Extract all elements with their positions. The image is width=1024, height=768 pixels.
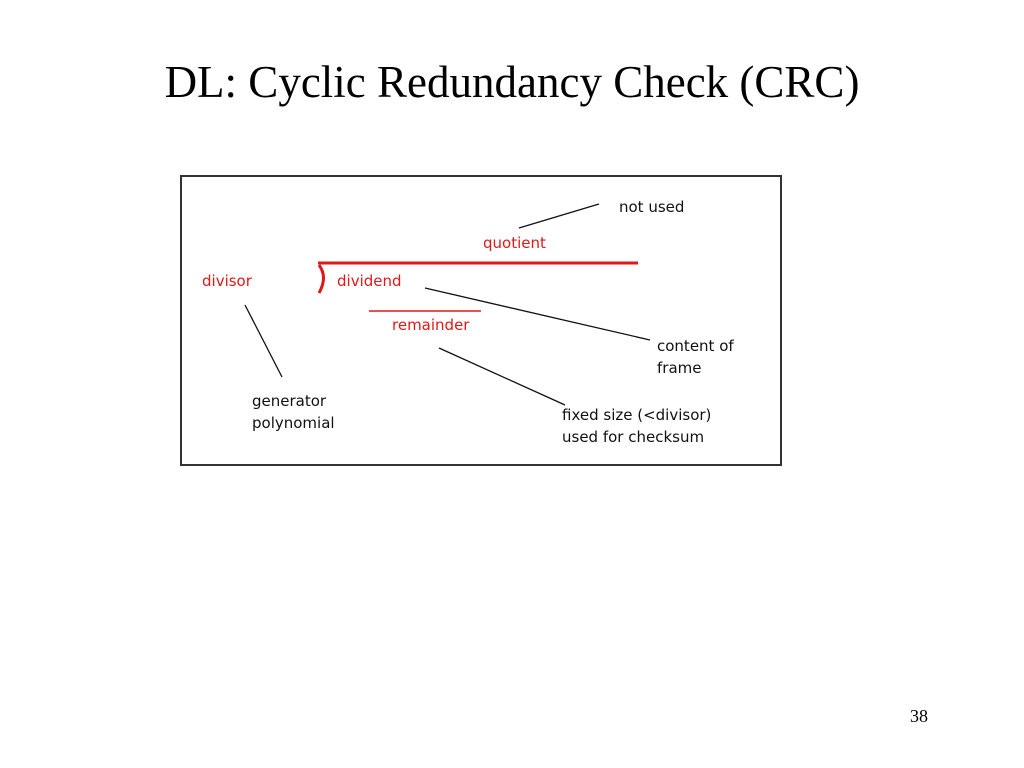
connector-fixed-size	[438, 347, 566, 406]
diagram-lines	[244, 203, 651, 406]
label-dividend: dividend	[337, 272, 402, 290]
page-number: 38	[910, 706, 928, 726]
label-not-used: not used	[619, 198, 685, 216]
crc-diagram: not used quotient divisor dividend remai…	[180, 175, 782, 466]
label-fixed-size: fixed size (<divisor) used for checksum	[562, 404, 711, 448]
label-remainder: remainder	[392, 316, 470, 334]
label-fixed-size-line-2: used for checksum	[562, 428, 705, 446]
connector-content-of-frame	[424, 287, 651, 341]
label-divisor: divisor	[202, 272, 252, 290]
division-bracket	[317, 264, 325, 294]
connector-generator-polynomial	[244, 304, 283, 378]
label-quotient: quotient	[483, 234, 546, 252]
connector-not-used	[518, 203, 600, 229]
label-fixed-size-line-1: fixed size (<divisor)	[562, 406, 712, 424]
label-generator-polynomial-line-1: generator	[252, 392, 327, 410]
label-content-of-frame-line-1: content of	[657, 337, 734, 355]
label-generator-polynomial: generator polynomial	[252, 390, 335, 434]
label-content-of-frame-line-2: frame	[657, 359, 702, 377]
label-generator-polynomial-line-2: polynomial	[252, 414, 335, 432]
slide-title: DL: Cyclic Redundancy Check (CRC)	[164, 57, 860, 107]
label-content-of-frame: content of frame	[657, 335, 734, 379]
